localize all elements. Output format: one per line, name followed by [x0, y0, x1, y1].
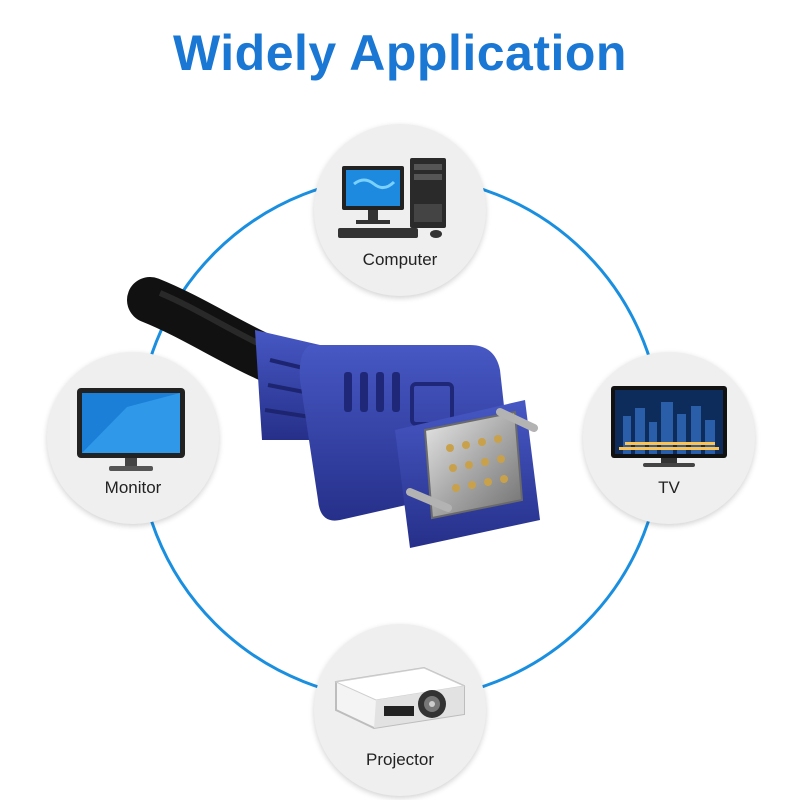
- device-monitor: Monitor: [47, 352, 219, 524]
- device-computer: Computer: [314, 124, 486, 296]
- desktop-computer-icon: [338, 158, 446, 238]
- device-tv: TV: [583, 352, 755, 524]
- page-title: Widely Application: [173, 25, 627, 81]
- tv-icon: [611, 386, 727, 467]
- monitor-icon: [77, 388, 185, 471]
- device-label-computer: Computer: [362, 250, 438, 269]
- device-label-projector: Projector: [365, 750, 435, 769]
- device-projector: Projector: [314, 624, 486, 796]
- projector-icon: [334, 666, 466, 730]
- device-label-tv: TV: [658, 478, 680, 497]
- device-label-monitor: Monitor: [104, 478, 162, 497]
